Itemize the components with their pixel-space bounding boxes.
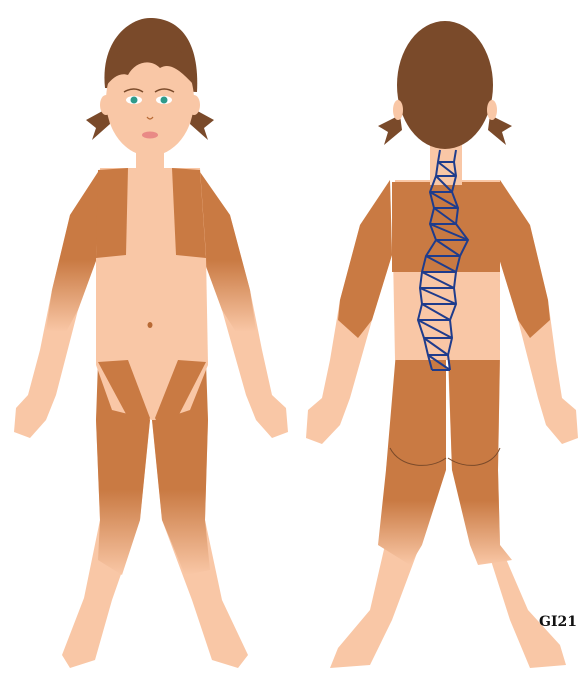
back-right-ear (487, 100, 497, 120)
back-upper-affected (392, 182, 500, 272)
back-right-leg-affected (448, 350, 512, 565)
left-iris (131, 97, 138, 104)
back-hair (397, 21, 493, 149)
figure-code: GI21 (539, 614, 577, 630)
back-right-arm-affected (498, 180, 550, 338)
front-left-arm-affected (46, 172, 100, 332)
front-view (14, 18, 288, 668)
back-view (306, 21, 578, 668)
back-left-arm-affected (338, 180, 392, 338)
front-right-arm-affected (200, 172, 256, 332)
right-iris (161, 97, 168, 104)
back-left-ear (393, 100, 403, 120)
right-ear (188, 95, 200, 115)
back-left-leg-affected (378, 350, 446, 565)
left-ear (100, 95, 112, 115)
navel (148, 322, 153, 328)
mouth (142, 132, 158, 139)
front-left-shoulder-affected (96, 168, 128, 258)
